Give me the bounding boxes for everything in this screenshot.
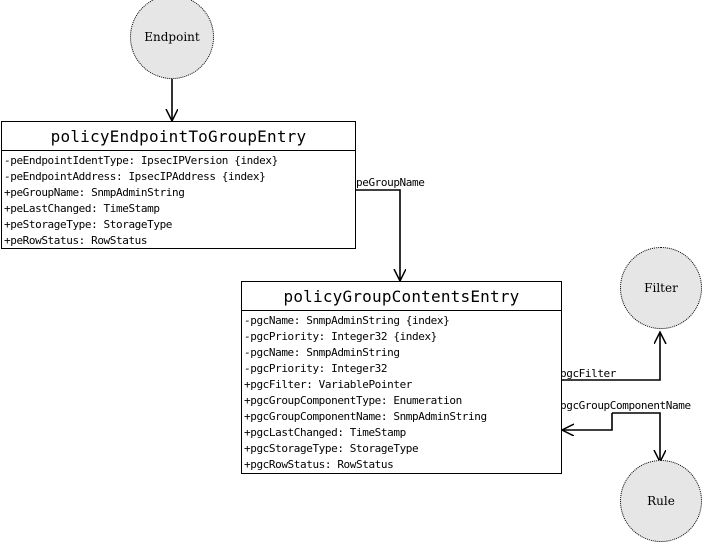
attribute-list: -pgcName: SnmpAdminString {index} -pgcPr… <box>242 311 561 473</box>
edge-label-pe-group-name: peGroupName <box>356 176 425 189</box>
attribute-row: +peLastChanged: TimeStamp <box>4 202 160 215</box>
entity-title: policyEndpointToGroupEntry <box>2 122 355 151</box>
attribute-row: -pgcPriority: Integer32 {index} <box>244 330 437 343</box>
attribute-row: +pgcGroupComponentType: Enumeration <box>244 394 462 407</box>
attribute-row: +pgcLastChanged: TimeStamp <box>244 426 406 439</box>
node-rule: Rule <box>620 460 702 542</box>
node-filter: Filter <box>620 247 702 329</box>
attribute-row: +pgcStorageType: StorageType <box>244 442 419 455</box>
attribute-row: -peEndpointIdentType: IpsecIPVersion {in… <box>4 154 278 167</box>
node-rule-label: Rule <box>647 494 675 508</box>
attribute-row: +pgcFilter: VariablePointer <box>244 378 413 391</box>
attribute-row: -pgcPriority: Integer32 <box>244 362 388 375</box>
edge-label-pgc-group-component-name: pgcGroupComponentName <box>560 399 691 412</box>
attribute-row: -pgcName: SnmpAdminString {index} <box>244 314 450 327</box>
attribute-row: +pgcGroupComponentName: SnmpAdminString <box>244 410 487 423</box>
entity-title: policyGroupContentsEntry <box>242 282 561 311</box>
attribute-row: -peEndpointAddress: IpsecIPAddress {inde… <box>4 170 266 183</box>
attribute-row: +pgcRowStatus: RowStatus <box>244 458 394 471</box>
attribute-list: -peEndpointIdentType: IpsecIPVersion {in… <box>2 151 355 249</box>
node-endpoint: Endpoint <box>130 0 214 79</box>
edge-pe-group-name <box>356 189 400 281</box>
edge-label-pgc-filter: pgcFilter <box>560 367 617 380</box>
entity-policy-endpoint-to-group-entry: policyEndpointToGroupEntry -peEndpointId… <box>1 121 356 249</box>
entity-policy-group-contents-entry: policyGroupContentsEntry -pgcName: SnmpA… <box>241 281 562 474</box>
attribute-row: +peStorageType: StorageType <box>4 218 173 231</box>
attribute-row: +peGroupName: SnmpAdminString <box>4 186 185 199</box>
node-filter-label: Filter <box>644 281 678 295</box>
attribute-row: -pgcName: SnmpAdminString <box>244 346 400 359</box>
node-endpoint-label: Endpoint <box>144 30 200 44</box>
edge-pgc-group-component-name-back <box>562 413 613 430</box>
edge-pgc-group-component-name-rule <box>612 412 660 462</box>
attribute-row: +peRowStatus: RowStatus <box>4 234 148 247</box>
edge-pgc-filter <box>562 332 660 381</box>
